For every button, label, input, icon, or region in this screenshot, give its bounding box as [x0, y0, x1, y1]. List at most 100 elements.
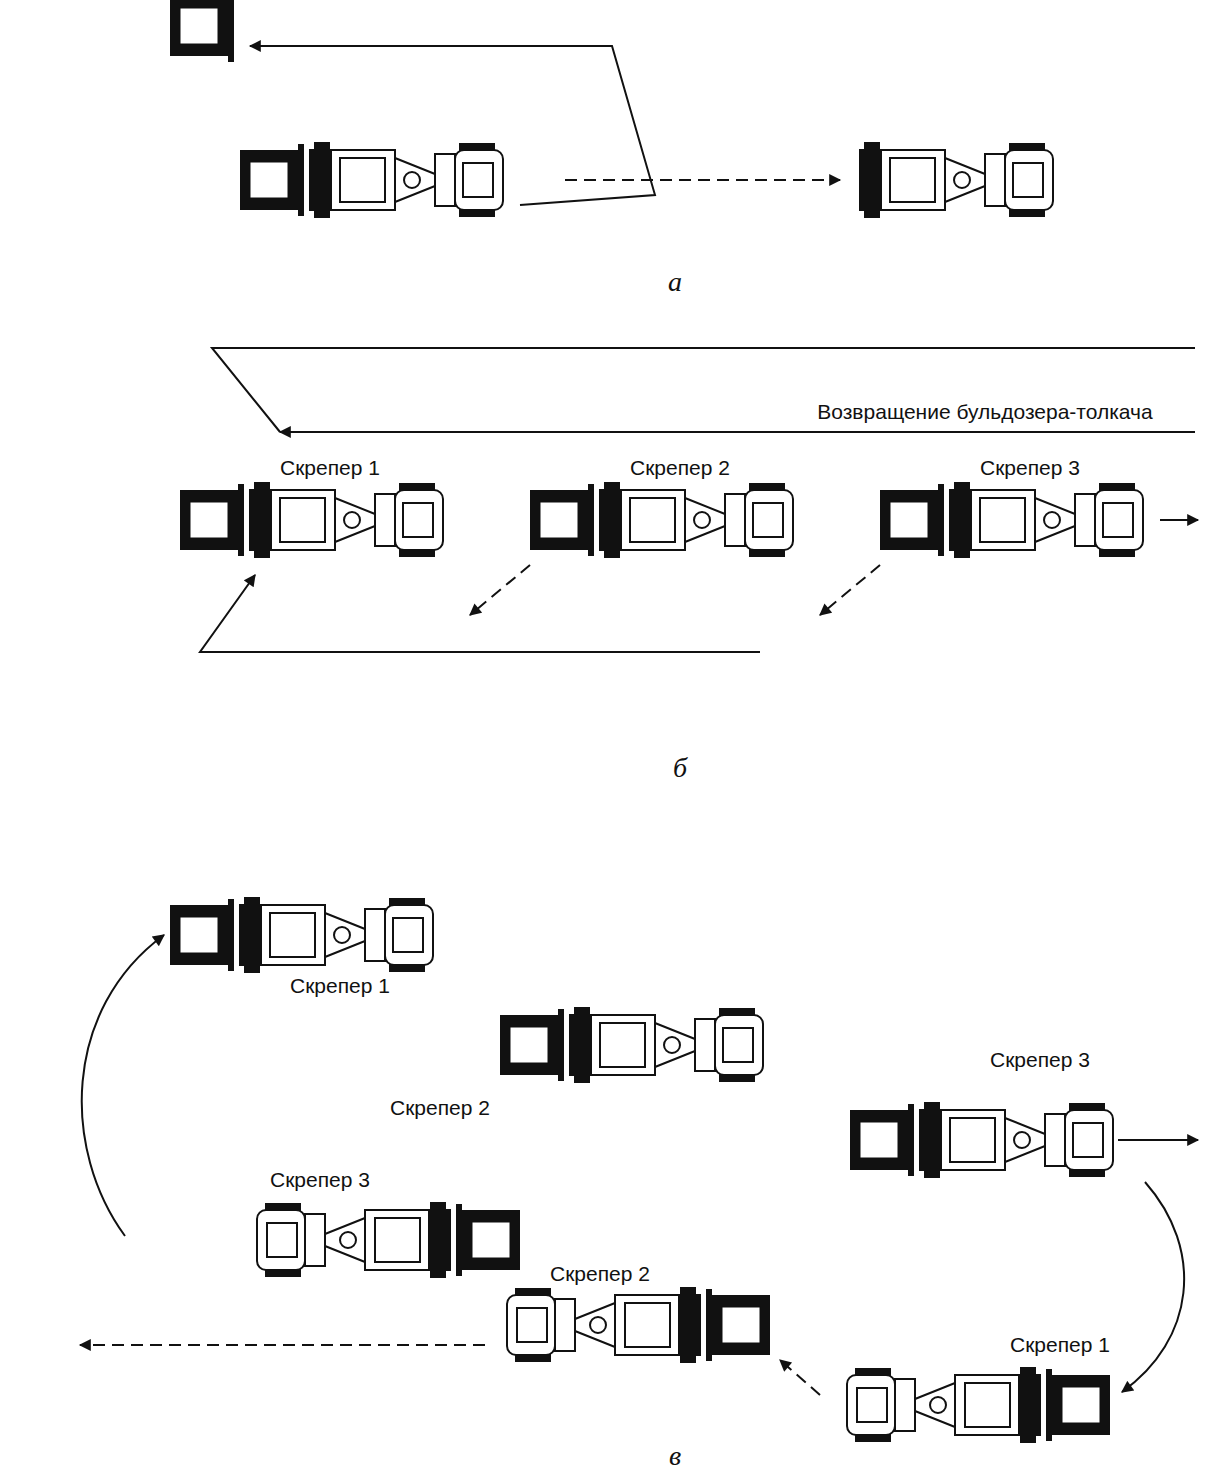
tractor-hitch: [1045, 1114, 1065, 1166]
pusher-blade: [908, 1104, 914, 1176]
bowl-inner: [890, 158, 935, 202]
pusher-blade: [228, 899, 234, 971]
pusher-cab: [180, 917, 218, 953]
bulldozer-pusher: [170, 0, 234, 62]
pusher-move: [470, 565, 530, 615]
hitch: [340, 1232, 356, 1248]
tractor-wheel: [399, 483, 435, 491]
scraper-wheel: [604, 550, 620, 558]
bowl-rear: [310, 150, 332, 210]
pusher-body: [1052, 1375, 1110, 1435]
pusher-blade: [938, 484, 944, 556]
pusher-cab: [472, 1222, 510, 1258]
bowl-inner: [270, 913, 315, 957]
scraper-wheel: [924, 1102, 940, 1110]
tractor-wheel: [1099, 483, 1135, 491]
scraper-wheel: [954, 550, 970, 558]
pusher-body: [462, 1210, 520, 1270]
scraper-bowl: [955, 1375, 1040, 1435]
bowl-inner: [965, 1383, 1010, 1427]
pusher-body: [170, 905, 228, 965]
pusher-cab: [722, 1307, 760, 1343]
bowl-rear: [240, 905, 262, 965]
drawbar: [575, 1303, 615, 1347]
pusher-cab: [190, 502, 228, 538]
tractor-body: [1095, 490, 1143, 550]
drawbar: [325, 913, 365, 957]
bowl-rear: [428, 1210, 450, 1270]
scraper-wheel: [244, 897, 260, 905]
scraper-wheel: [314, 142, 330, 150]
pusher-loop: [1122, 1182, 1184, 1392]
scraper-label: Скрепер 3: [267, 1168, 373, 1192]
drawbar: [1005, 1118, 1045, 1162]
tractor-hitch: [1075, 494, 1095, 546]
hitch: [664, 1037, 680, 1053]
scraper-bowl: [615, 1295, 700, 1355]
tractor-wheel: [459, 209, 495, 217]
scraper-wheel: [680, 1355, 696, 1363]
return-path: [250, 46, 655, 205]
bowl-inner: [625, 1303, 670, 1347]
tractor-wheel: [855, 1368, 891, 1376]
scraper-bowl: [310, 150, 395, 210]
pusher-blade: [298, 144, 304, 216]
tractor-wheel: [399, 549, 435, 557]
hitch: [954, 172, 970, 188]
tractor-engine: [1013, 163, 1043, 197]
panel-letter: а: [665, 266, 685, 298]
pusher-blade: [558, 1009, 564, 1081]
tractor-hitch: [365, 909, 385, 961]
tractor-body: [385, 905, 433, 965]
tractor-wheel: [1009, 143, 1045, 151]
scraper-unit: [847, 1367, 1110, 1443]
hitch: [1014, 1132, 1030, 1148]
bowl-inner: [950, 1118, 995, 1162]
tractor-body: [1005, 150, 1053, 210]
panel-letter: в: [666, 1440, 684, 1472]
bowl-inner: [340, 158, 385, 202]
drawbar: [325, 1218, 365, 1262]
tractor-engine: [517, 1308, 547, 1342]
scraper-wheel: [244, 965, 260, 973]
pusher-body: [712, 1295, 770, 1355]
tractor-wheel: [459, 143, 495, 151]
drawbar: [915, 1383, 955, 1427]
pusher-body: [240, 150, 298, 210]
pusher-blade: [588, 484, 594, 556]
tractor-wheel: [265, 1203, 301, 1211]
travel-arrow: [1118, 1139, 1198, 1141]
scraper-wheel: [680, 1287, 696, 1295]
pusher-body: [500, 1015, 558, 1075]
tractor-wheel: [265, 1269, 301, 1277]
tractor-hitch: [695, 1019, 715, 1071]
return-line: [212, 348, 1195, 432]
pusher-blade: [706, 1289, 712, 1361]
scraper-wheel: [1020, 1367, 1036, 1375]
scraper-bowl: [600, 490, 685, 550]
bowl-inner: [375, 1218, 420, 1262]
bowl-inner: [630, 498, 675, 542]
scraper-label: Скрепер 2: [547, 1262, 653, 1286]
scraper-unit: [240, 142, 503, 218]
scraper-unit: [860, 142, 1053, 218]
tractor-wheel: [515, 1288, 551, 1296]
scraper-bowl: [365, 1210, 450, 1270]
pusher-cab: [510, 1027, 548, 1063]
tractor-hitch: [725, 494, 745, 546]
pusher-body: [180, 490, 238, 550]
tractor-wheel: [1099, 549, 1135, 557]
tractor-engine: [1103, 503, 1133, 537]
scraper-unit: [530, 482, 793, 558]
pusher-move: [820, 565, 880, 615]
pusher-blade: [238, 484, 244, 556]
tractor-engine: [857, 1388, 887, 1422]
tractor-engine: [267, 1223, 297, 1257]
tractor-hitch: [985, 154, 1005, 206]
scraper-unit: [507, 1287, 770, 1363]
return-line: [280, 431, 1195, 433]
bowl-inner: [600, 1023, 645, 1067]
drawbar: [685, 498, 725, 542]
bowl-rear: [920, 1110, 942, 1170]
